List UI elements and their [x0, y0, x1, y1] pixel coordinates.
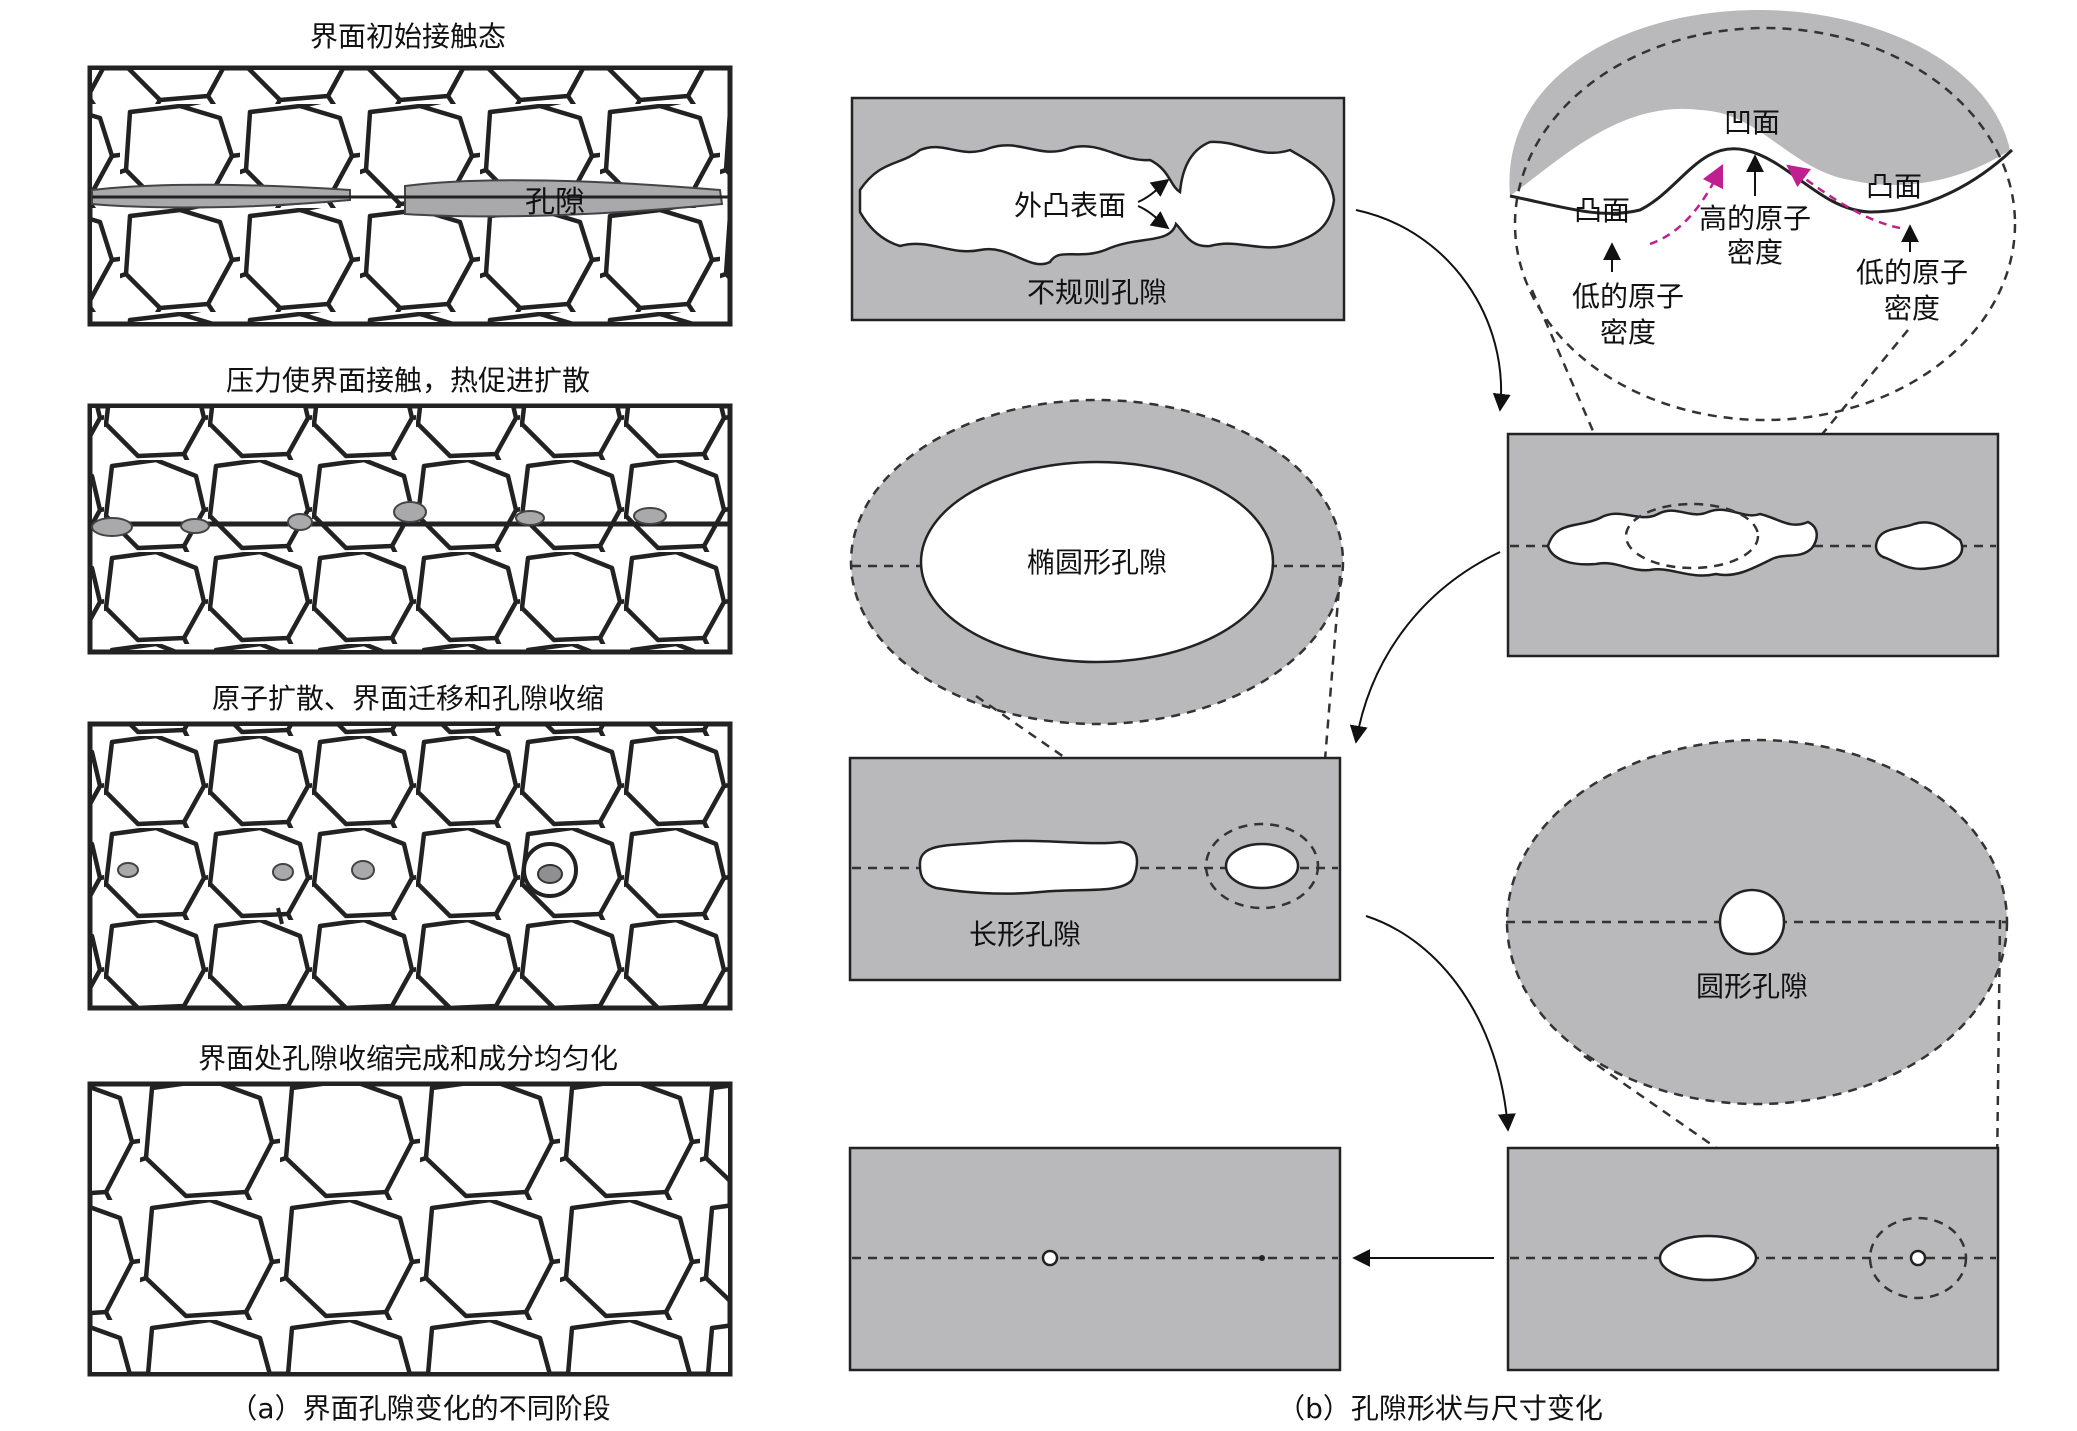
round-pore-label: 圆形孔隙 — [1696, 970, 1808, 1003]
irregular-pore-panel: 外凸表面 不规则孔隙 — [850, 96, 1346, 322]
caption-a: （a）界面孔隙变化的不同阶段 — [229, 1392, 610, 1425]
stage3-pore — [272, 863, 294, 881]
right-column: 外凸表面 不规则孔隙 凹面 凸面 凸面 高的原子 密度 低的原子 密度 低的原子… — [848, 10, 2017, 1425]
elliptical-pore-label: 椭圆形孔隙 — [1027, 546, 1167, 579]
final-tiny-pore — [1041, 1249, 1059, 1267]
stage2-title: 压力使界面接触，热促进扩散 — [226, 364, 590, 397]
low-density-right-2: 密度 — [1884, 292, 1940, 325]
convex-surface-label: 外凸表面 — [1014, 189, 1126, 222]
stage1-panel: 孔隙 — [87, 65, 733, 327]
elliptical-pore — [919, 460, 1275, 664]
stage2-pore — [515, 510, 545, 526]
stage2-pore — [393, 501, 427, 523]
stage2-pore — [91, 517, 133, 537]
interface-irregular-pore — [1546, 508, 1818, 577]
elongated-pore — [918, 839, 1139, 895]
interface-irregular-pore-small — [1874, 521, 1964, 571]
stage4-panel — [87, 1081, 733, 1377]
interface-panel-2 — [1506, 1146, 2000, 1372]
interface-panel-1 — [1506, 432, 2000, 658]
high-density-label-2: 密度 — [1727, 236, 1783, 269]
round-pore — [1718, 888, 1786, 956]
stage1-title: 界面初始接触态 — [310, 20, 506, 53]
interface2-elliptical-pore — [1658, 1234, 1758, 1282]
caption-b: （b）孔隙形状与尺寸变化 — [1277, 1392, 1603, 1425]
low-density-left-1: 低的原子 — [1572, 280, 1684, 313]
zoom-ellipse-round: 圆形孔隙 — [1505, 738, 2009, 1106]
stage2-pore — [287, 513, 313, 531]
irregular-pore-label: 不规则孔隙 — [1027, 276, 1167, 309]
final-panel — [848, 1146, 1342, 1372]
stage3-title: 原子扩散、界面迁移和孔隙收缩 — [212, 682, 604, 715]
irregular-pore — [858, 140, 1336, 266]
concave-label: 凹面 — [1724, 106, 1780, 139]
convex-right-label: 凸面 — [1866, 170, 1922, 203]
elongated-pore-panel: 长形孔隙 — [848, 756, 1342, 982]
elongated-pore-label: 长形孔隙 — [969, 918, 1081, 951]
zoom-ellipse-elliptical: 椭圆形孔隙 — [849, 398, 1345, 726]
low-density-left-2: 密度 — [1600, 316, 1656, 349]
stage2-pore — [633, 507, 667, 525]
stage2-pore — [180, 518, 210, 534]
stage1-pore-label: 孔隙 — [525, 185, 585, 220]
stage3-pore — [537, 864, 563, 884]
convex-left-label: 凸面 — [1574, 194, 1630, 227]
interface2-small-pore — [1909, 1249, 1927, 1267]
left-column: 界面初始接触态 孔隙 压力使界面接触，热促进扩散 原子扩散、界面迁移和孔隙收缩 — [87, 20, 733, 1425]
stage3-panel — [87, 721, 733, 1011]
final-dot — [1259, 1255, 1265, 1261]
stage3-pore — [117, 862, 139, 878]
stage4-title: 界面处孔隙收缩完成和成分均匀化 — [198, 1042, 618, 1075]
stage3-pore — [351, 860, 375, 880]
stage2-panel — [87, 403, 733, 655]
elliptical-pore-small — [1224, 842, 1300, 890]
zoom-ellipse-density: 凹面 凸面 凸面 高的原子 密度 低的原子 密度 低的原子 密度 — [1509, 10, 2017, 422]
high-density-label-1: 高的原子 — [1699, 202, 1811, 235]
low-density-right-1: 低的原子 — [1856, 256, 1968, 289]
